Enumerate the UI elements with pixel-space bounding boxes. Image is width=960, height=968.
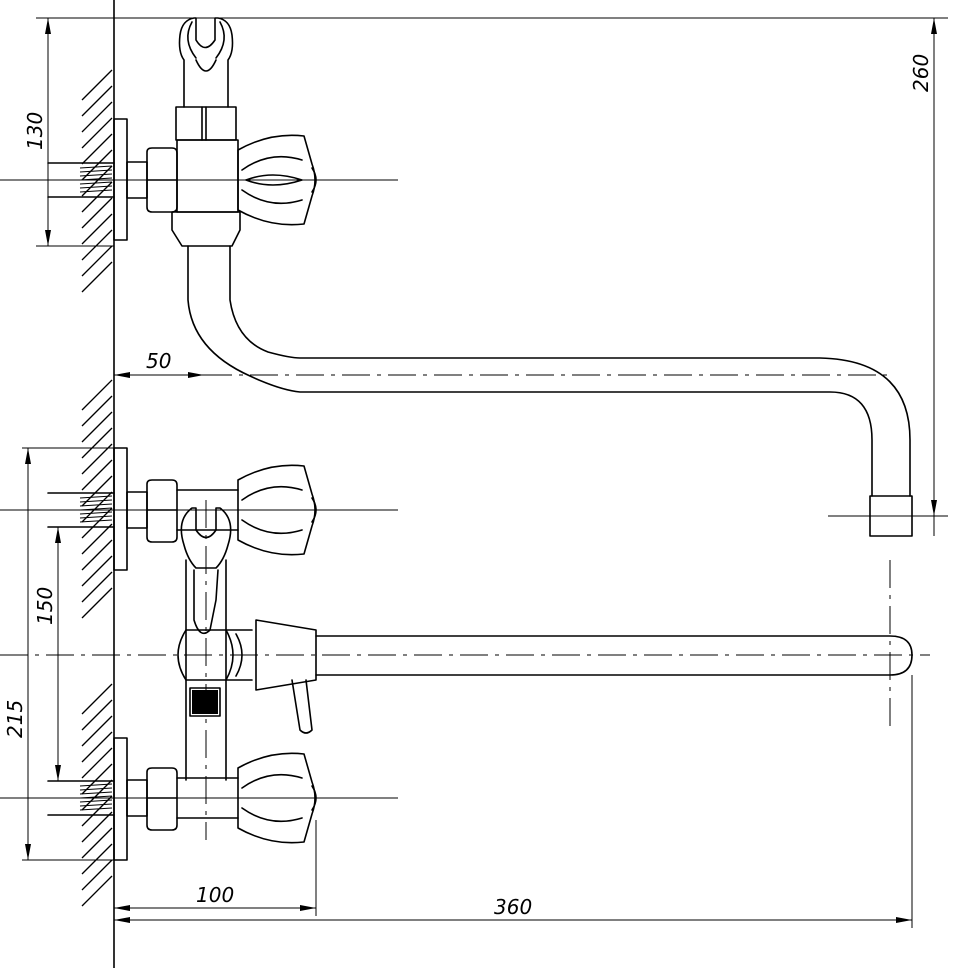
dimension-label-360: 360 <box>494 895 532 919</box>
bottom-spout <box>0 560 930 734</box>
top-shower-holder <box>178 17 234 108</box>
dimension-label-130: 130 <box>23 112 47 150</box>
top-faucet-view <box>0 17 913 537</box>
dimension-50: 50 <box>114 349 204 378</box>
dimension-130: 130 <box>23 17 114 247</box>
bottom-faucet-view <box>0 447 930 861</box>
top-body <box>171 106 241 247</box>
dimension-360: 360 <box>114 675 913 928</box>
diverter-body <box>177 500 253 840</box>
dimension-100: 100 <box>114 820 317 916</box>
wall-hatch-bottom <box>81 683 113 907</box>
dimension-260: 260 <box>114 17 948 536</box>
dimension-label-50: 50 <box>146 349 171 373</box>
dimension-label-260: 260 <box>909 54 933 92</box>
wall-hatch-top <box>81 69 113 293</box>
dimension-label-215: 215 <box>3 700 27 738</box>
lower-valve <box>0 737 398 861</box>
dimensions: 130 260 50 150 <box>3 17 948 928</box>
wall <box>81 0 115 968</box>
upper-valve <box>0 447 398 571</box>
dimension-215: 215 <box>3 447 114 861</box>
dimension-label-100: 100 <box>196 883 234 907</box>
wall-hatch-middle <box>81 379 113 619</box>
dimension-150: 150 <box>33 526 80 782</box>
top-spout <box>187 245 913 537</box>
dimension-label-150: 150 <box>33 587 57 625</box>
